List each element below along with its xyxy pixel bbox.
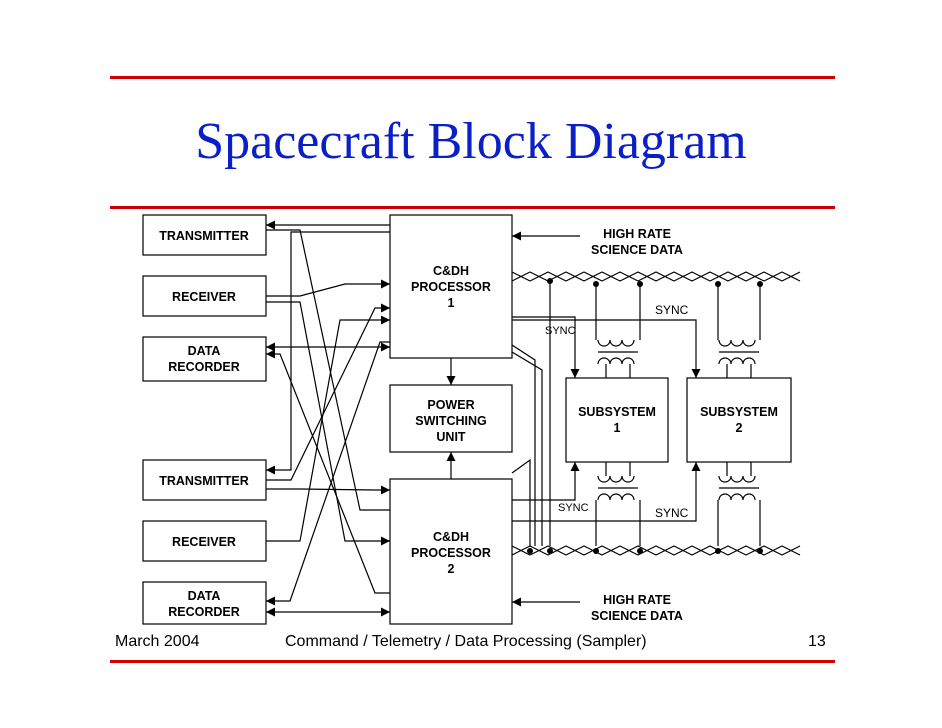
left-unit-wiring xyxy=(266,220,390,617)
receiver-2-label: RECEIVER xyxy=(172,535,236,549)
slide-title: Spacecraft Block Diagram xyxy=(195,113,747,170)
power-unit-label-line1: POWER xyxy=(427,398,474,412)
data-recorder-1-label-line2: RECORDER xyxy=(168,360,240,374)
power-unit-label-line2: SWITCHING xyxy=(415,414,487,428)
coupler-sub1-top xyxy=(595,284,641,378)
processor-1-label-line3: 1 xyxy=(448,296,455,310)
science-data-top-line2: SCIENCE DATA xyxy=(591,243,683,257)
processor-2-label-line3: 2 xyxy=(448,562,455,576)
sync-line-3 xyxy=(512,462,580,501)
bus-junction-dots xyxy=(527,278,763,554)
data-recorder-2-label-line2: RECORDER xyxy=(168,605,240,619)
subsystem-1-label-line1: SUBSYSTEM xyxy=(578,405,656,419)
processor-2-label-line1: C&DH xyxy=(433,530,469,544)
sync-label-1: SYNC xyxy=(545,325,576,337)
science-data-bottom-line2: SCIENCE DATA xyxy=(591,609,683,623)
power-unit-label-line3: UNIT xyxy=(436,430,466,444)
title-rule xyxy=(110,206,835,209)
top-rule xyxy=(110,76,835,79)
footer-page-number: 13 xyxy=(808,633,826,650)
footer-date: March 2004 xyxy=(115,633,200,650)
data-recorder-1-box xyxy=(142,336,267,382)
sync-line-2 xyxy=(512,319,701,378)
footer-course-title: Command / Telemetry / Data Processing (S… xyxy=(285,633,647,650)
subsystem-1-label-line2: 1 xyxy=(614,421,621,435)
transmitter-1-label: TRANSMITTER xyxy=(159,229,249,243)
transmitter-1-box xyxy=(142,214,267,256)
bottom-rule xyxy=(110,660,835,663)
science-data-top-line1: HIGH RATE xyxy=(603,227,671,241)
receiver-1-label: RECEIVER xyxy=(172,290,236,304)
bus-risers xyxy=(511,281,551,546)
sync-label-2: SYNC xyxy=(655,303,689,317)
data-recorder-1-label-line1: DATA xyxy=(188,344,221,358)
subsystem-2-box xyxy=(686,377,792,463)
sync-line-4 xyxy=(512,462,701,522)
coupler-sub2-top xyxy=(717,284,761,378)
coupler-sub2-bottom xyxy=(717,462,761,546)
subsystem-2-label-line1: SUBSYSTEM xyxy=(700,405,778,419)
subsystem-1-box xyxy=(565,377,669,463)
processor-1-label-line1: C&DH xyxy=(433,264,469,278)
sync-label-4: SYNC xyxy=(655,506,689,520)
transmitter-2-label: TRANSMITTER xyxy=(159,474,249,488)
science-data-bottom-line1: HIGH RATE xyxy=(603,593,671,607)
data-bus-top xyxy=(511,271,801,282)
subsystem-2-label-line2: 2 xyxy=(736,421,743,435)
coupler-sub1-bottom xyxy=(595,462,641,546)
processor-2-label-line2: PROCESSOR xyxy=(411,546,491,560)
sync-line-1 xyxy=(512,316,580,378)
data-recorder-2-label-line1: DATA xyxy=(188,589,221,603)
data-bus-bottom xyxy=(511,545,801,556)
sync-label-3: SYNC xyxy=(558,502,589,514)
processor-1-label-line2: PROCESSOR xyxy=(411,280,491,294)
